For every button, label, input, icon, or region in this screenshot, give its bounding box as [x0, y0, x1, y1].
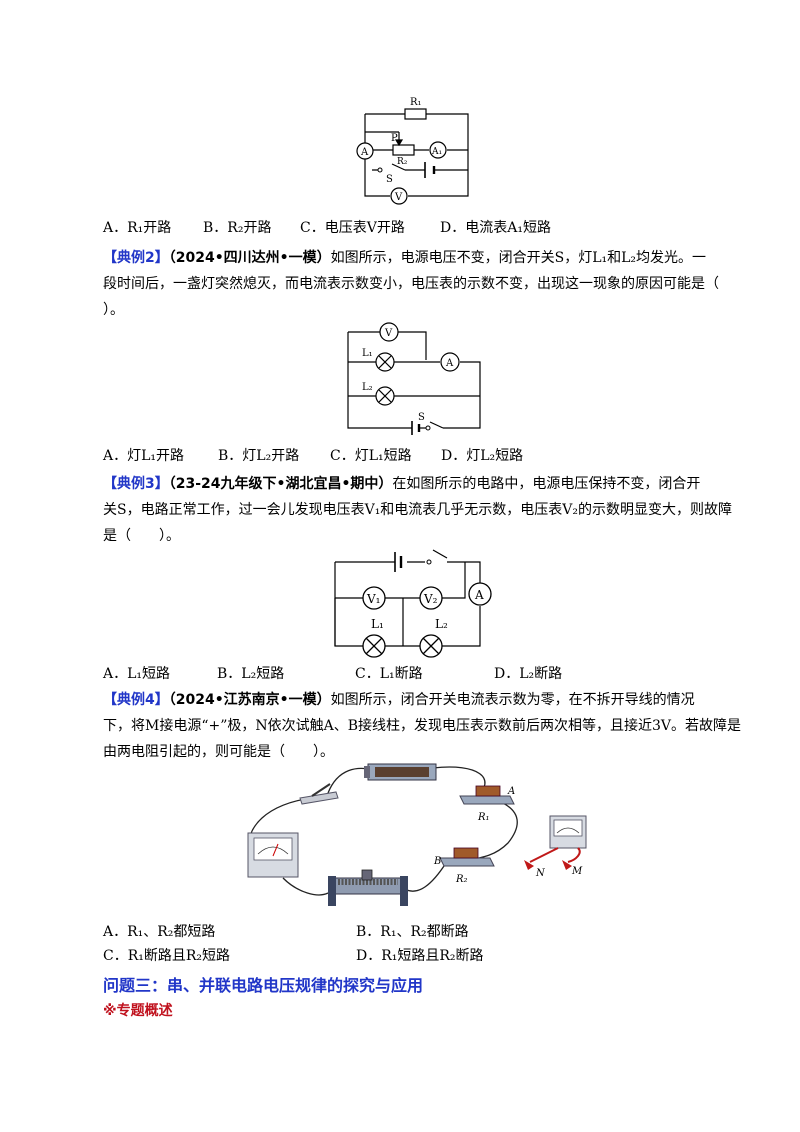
- q2-text-line2: 段时间后，一盏灯突然熄灭，而电流表示数变小，电压表的示数不变，出现这一现象的原因…: [103, 276, 719, 292]
- v2-label: V₂: [423, 592, 438, 606]
- q1-option-d[interactable]: D．电流表A₁短路: [440, 220, 551, 236]
- l2-label: L₂: [362, 382, 373, 393]
- q1-option-a[interactable]: A．R₁开路: [103, 220, 172, 236]
- q2-option-b[interactable]: B．灯L₂开路: [218, 448, 300, 464]
- q2-line1: 如图所示，电源电压不变，闭合开关S，灯L₁和L₂均发光。一: [330, 250, 707, 266]
- voltmeter-v: [379, 322, 399, 342]
- q4-option-c[interactable]: C．R₁断路且R₂短路: [103, 948, 231, 964]
- voltmeter-v: [390, 187, 408, 205]
- rheostat: [328, 869, 408, 906]
- a1-label: A₁: [431, 147, 442, 157]
- q2-text-line1: 【典例2】（2024•四川达州•一模）如图所示，电源电压不变，闭合开关S，灯L₁…: [103, 248, 707, 268]
- voltmeter: [549, 815, 587, 849]
- q3-source: （23-24九年级下•湖北宜昌•期中）: [168, 476, 393, 492]
- l1-label: L₁: [362, 348, 373, 359]
- r1-label: R₁: [477, 812, 490, 823]
- a-label: A: [507, 786, 515, 797]
- q2-source: （2024•四川达州•一模）: [168, 250, 331, 266]
- r1-label: R₁: [410, 97, 422, 108]
- q3-tag: 【典例3】: [103, 476, 169, 492]
- q4-line1: 如图所示，闭合开关电流表示数为零，在不拆开导线的情况: [330, 692, 695, 708]
- q3-option-c[interactable]: C．L₁断路: [355, 666, 423, 682]
- s-label: S: [386, 174, 393, 185]
- q4-text-line3: 由两电阻引起的，则可能是（ ）。: [103, 744, 334, 760]
- lamp-l1: [362, 634, 386, 658]
- voltmeter-v2: [419, 586, 443, 610]
- v1-label: V₁: [366, 592, 380, 606]
- ammeter-a: [468, 582, 492, 606]
- q4-option-b[interactable]: B．R₁、R₂都断路: [356, 924, 469, 940]
- circuit-figure-3: V₁ V₂ A L₁ L₂: [334, 549, 492, 658]
- section-heading: 问题三：串、并联电路电压规律的探究与应用: [103, 976, 424, 995]
- q1-option-c[interactable]: C．电压表V开路: [300, 220, 405, 236]
- p-label: P: [391, 133, 398, 144]
- lamp-l2: [375, 386, 395, 406]
- ammeter-a: [356, 142, 374, 160]
- q4-text-line2: 下，将M接电源“+”极，N依次试触A、B接线柱，发现电压表示数前后两次相等，且接…: [103, 718, 742, 734]
- q3-line1: 在如图所示的电路中，电源电压保持不变，闭合开: [392, 476, 701, 492]
- battery-box: [364, 763, 437, 781]
- l1-label: L₁: [371, 617, 384, 631]
- circuit-figure-1: R₁ P R₂ A A₁ S V: [356, 97, 469, 205]
- ammeter-a1: [429, 141, 447, 159]
- b-label: B: [433, 856, 441, 867]
- q2-option-a[interactable]: A．灯L₁开路: [103, 448, 185, 464]
- q4-option-d[interactable]: D．R₁短路且R₂断路: [356, 948, 484, 964]
- circuit-figure-2: V L₁ A L₂ S: [347, 322, 481, 435]
- circuit-apparatus-figure: A B R₁ R₂ N M: [247, 763, 587, 906]
- voltmeter-v1: [362, 586, 386, 610]
- switch: [299, 783, 339, 805]
- a-label: A: [474, 588, 484, 602]
- q3-option-d[interactable]: D．L₂断路: [494, 666, 563, 682]
- a-label: A: [360, 147, 369, 158]
- r2-label: R₂: [455, 874, 468, 885]
- q3-option-b[interactable]: B．L₂短路: [217, 666, 285, 682]
- m-label: M: [571, 866, 583, 877]
- q2-option-d[interactable]: D．灯L₂短路: [441, 448, 524, 464]
- v-label: V: [384, 328, 393, 339]
- lamp-l2: [419, 634, 443, 658]
- q1-option-b[interactable]: B．R₂开路: [203, 220, 272, 236]
- q4-tag: 【典例4】: [103, 692, 169, 708]
- ammeter-a: [440, 352, 460, 372]
- l2-label: L₂: [435, 617, 448, 631]
- r2-label: R₂: [397, 157, 408, 167]
- q2-option-c[interactable]: C．灯L₁短路: [330, 448, 412, 464]
- q2-tag: 【典例2】: [103, 250, 169, 266]
- ammeter: [247, 832, 299, 878]
- section-subheading: ※专题概述: [103, 1003, 173, 1019]
- q3-text-line2: 关S，电路正常工作，过一会儿发现电压表V₁和电流表几乎无示数，电压表V₂的示数明…: [103, 502, 733, 518]
- test-probes: [529, 847, 581, 863]
- q4-option-a[interactable]: A．R₁、R₂都短路: [103, 924, 216, 940]
- s-label: S: [418, 412, 425, 423]
- q3-text-line3: 是（ ）。: [103, 528, 180, 544]
- lamp-l1: [375, 352, 395, 372]
- q4-text-line1: 【典例4】（2024•江苏南京•一模）如图所示，闭合开关电流表示数为零，在不拆开…: [103, 690, 703, 710]
- v-label: V: [394, 192, 403, 203]
- resistor-r2: [439, 847, 495, 867]
- n-label: N: [535, 868, 546, 879]
- a-label: A: [445, 358, 454, 369]
- q2-text-line3: ）。: [103, 302, 124, 318]
- resistor-r1: [459, 785, 515, 805]
- q3-text-line1: 【典例3】（23-24九年级下•湖北宜昌•期中）在如图所示的电路中，电源电压保持…: [103, 474, 703, 494]
- q4-source: （2024•江苏南京•一模）: [168, 692, 331, 708]
- q3-option-a[interactable]: A．L₁短路: [103, 666, 171, 682]
